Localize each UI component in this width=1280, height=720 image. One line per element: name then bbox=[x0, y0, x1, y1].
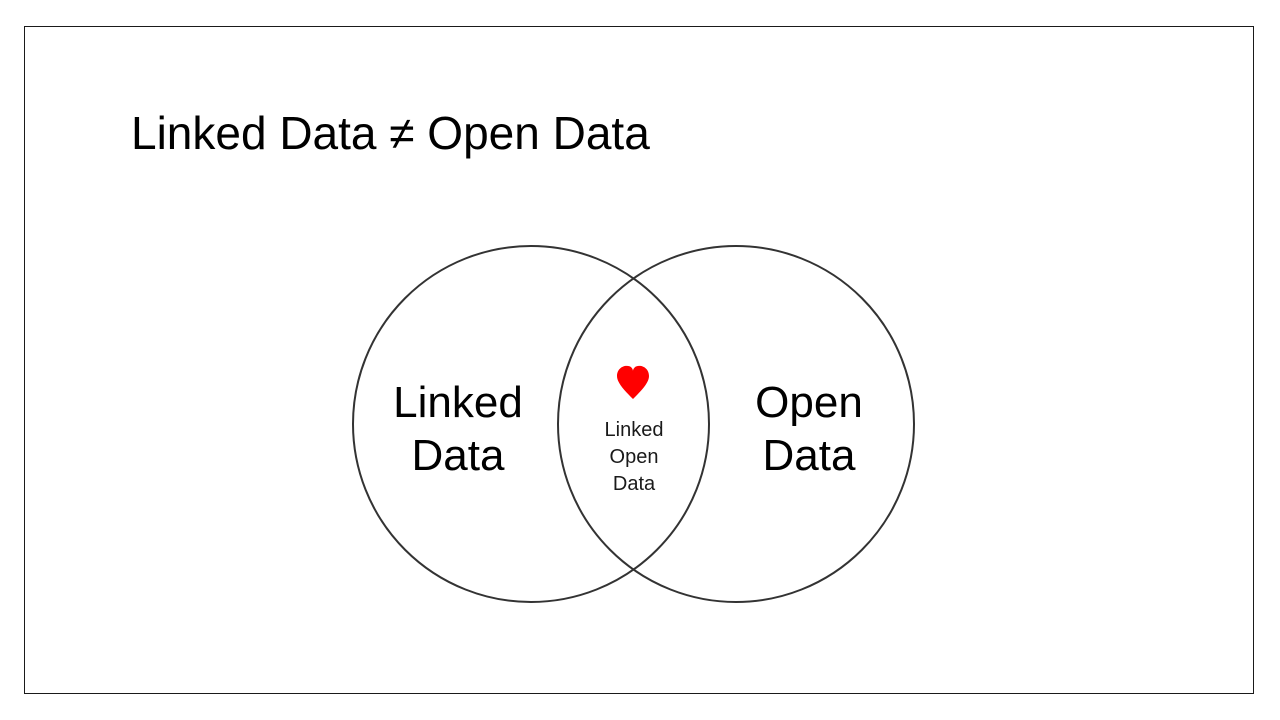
open-data-label-line2: Data bbox=[763, 431, 856, 480]
open-data-label-line1: Open bbox=[755, 378, 863, 427]
linked-data-label-line2: Data bbox=[412, 431, 505, 480]
intersection-label-line1: Linked bbox=[605, 419, 664, 441]
intersection-label-line3: Data bbox=[613, 473, 656, 495]
intersection-label-line2: Open bbox=[610, 446, 659, 468]
slide: Linked Data ≠ Open Data Linked Data Open… bbox=[24, 26, 1254, 694]
linked-data-circle bbox=[352, 245, 710, 603]
open-data-circle bbox=[557, 245, 915, 603]
slide-title: Linked Data ≠ Open Data bbox=[131, 107, 650, 159]
venn-diagram: Linked Data Open Data Linked Open Data bbox=[352, 245, 915, 603]
linked-data-label-line1: Linked bbox=[393, 378, 523, 427]
heart-icon bbox=[617, 365, 649, 399]
